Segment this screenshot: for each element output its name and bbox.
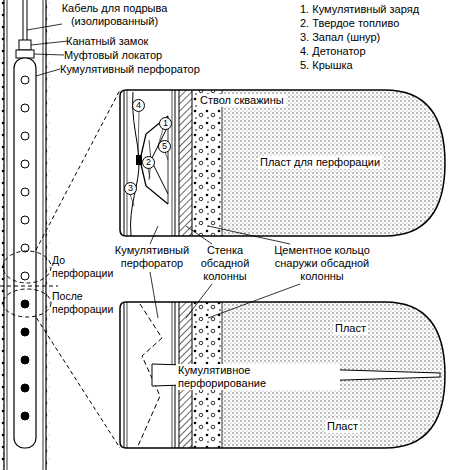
- leader-line: [150, 226, 158, 244]
- casing-line: [3, 0, 4, 470]
- node-outline: [2, 288, 52, 318]
- casing-line: [43, 0, 44, 470]
- primer-cord: [131, 92, 140, 236]
- leader-line: [186, 226, 212, 244]
- cement-ring: [192, 88, 222, 238]
- charge-hole: [21, 328, 29, 336]
- tube-wall: [175, 88, 176, 238]
- band-edge: [222, 88, 223, 238]
- part-label: Кумулятивный перфоратор: [112, 244, 192, 270]
- casing-line: [45, 0, 46, 470]
- leader-line: [208, 284, 300, 318]
- callout-number: 4: [132, 99, 145, 112]
- capsule-outline: [120, 90, 445, 236]
- part-label: 3. Запал (шнур): [300, 31, 450, 44]
- leader-line: [27, 24, 62, 30]
- cable-line: [23, 0, 24, 40]
- part-label: Цементное кольцо снаружи обсадной колонн…: [262, 244, 382, 283]
- charge-hole: [21, 76, 29, 84]
- ellipse-outline: [3, 289, 51, 317]
- section-capsule: ПластКумулятивное перфорированиеПласт: [120, 302, 445, 448]
- charge-hole: [21, 188, 29, 196]
- casing-line: [7, 0, 8, 470]
- part-label: Стенка обсадной колонны: [192, 244, 258, 283]
- rope-lock: [19, 40, 31, 50]
- leader-line: [130, 194, 134, 206]
- section-capsule: Ствол скважиныПласт для перфорации: [120, 90, 445, 236]
- charge-hole: [21, 216, 29, 224]
- callout-number: 5: [158, 140, 171, 153]
- zoom-ellipse: До перфорации: [2, 250, 52, 284]
- node-outline: [2, 250, 52, 284]
- node-text: Кумулятивное перфорирование: [176, 364, 340, 390]
- well-cement: [46, 0, 50, 470]
- divider-line: [0, 286, 58, 287]
- node-text: После перфорации: [52, 290, 112, 316]
- leader-line: [31, 41, 68, 45]
- part-label: Канатный замок: [66, 35, 166, 48]
- part-label: 5. Крышка: [300, 59, 450, 72]
- well-cement: [0, 0, 4, 470]
- cable-line: [27, 0, 28, 40]
- callout-number: 2: [142, 156, 155, 169]
- tube-wall: [124, 88, 125, 238]
- charge-hole: [21, 356, 29, 364]
- leader-line: [208, 226, 290, 244]
- zoom-connector: [37, 318, 120, 448]
- charge-hole: [21, 104, 29, 112]
- charge-hole: [21, 384, 29, 392]
- charge-hole: [21, 132, 29, 140]
- node-text: До перфорации: [52, 254, 112, 280]
- node-text: Пласт: [325, 420, 360, 433]
- tube-wall: [127, 88, 128, 238]
- perforator-tool: [14, 58, 36, 448]
- part-label: Кабель для подрыва (изолированный): [52, 2, 177, 28]
- casing-wall: [179, 88, 192, 238]
- part-label: 4. Детонатор: [300, 45, 450, 58]
- before-section: [124, 88, 448, 238]
- after-section: [124, 300, 448, 450]
- charge-hole: [21, 272, 29, 280]
- node-text: Ствол скважины: [198, 94, 286, 107]
- leader-line: [150, 272, 158, 318]
- leader-line: [34, 54, 64, 55]
- part-label: 1. Кумулятивный заряд: [300, 3, 450, 16]
- zoom-connector: [36, 90, 120, 250]
- callout-number: 3: [124, 182, 137, 195]
- formation: [222, 88, 448, 238]
- zoom-ellipse: После перфорации: [2, 288, 52, 318]
- charge-hole: [21, 160, 29, 168]
- leader-line: [165, 152, 168, 160]
- tube-wall: [124, 300, 125, 450]
- part-label: Муфтовый локатор: [64, 49, 174, 62]
- leader-line: [138, 112, 139, 156]
- ellipse-outline: [3, 251, 51, 283]
- part-label: Кумулятивный перфоратор: [60, 63, 210, 76]
- part-label: 2. Твердое топливо: [300, 17, 450, 30]
- leader-line: [148, 168, 150, 178]
- node-text: Пласт для перфорации: [258, 156, 382, 169]
- leader-line: [186, 284, 212, 318]
- charge-holes: [21, 76, 29, 420]
- callout-number: 1: [159, 117, 172, 130]
- charge-hole: [21, 412, 29, 420]
- tube-wall: [172, 88, 173, 238]
- collar-locator: [16, 50, 34, 58]
- capsule-outline: [120, 302, 445, 448]
- node-text: Пласт: [333, 322, 368, 335]
- charge-hole: [21, 300, 29, 308]
- tube-wall: [127, 300, 128, 450]
- leader-line: [36, 69, 60, 76]
